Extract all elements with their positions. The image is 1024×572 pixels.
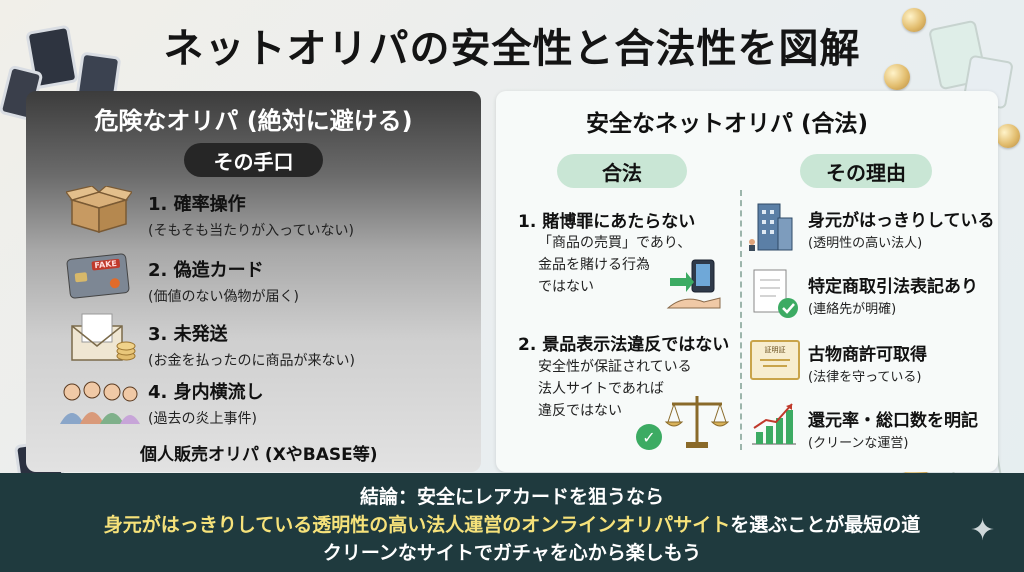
method-heading: 1. 確率操作 [148,194,246,215]
legal-point-2-text: 安全性が保証されている 法人サイトであれば 違反ではない [538,356,692,422]
legal-point-2-heading: 2. 景品表示法違反ではない [518,335,730,355]
page-title: ネットオリパの安全性と合法性を図解 [163,26,861,72]
legal-point-1-heading: 1. 賭博罪にあたらない [518,212,696,232]
fake-label: FAKE [91,258,121,271]
building-icon [749,203,793,251]
conclusion-line-2-rest: を選ぶことが最短の道 [730,514,921,536]
scales-of-justice-icon [664,396,730,448]
growth-chart-icon [752,403,796,445]
reason-1-sub: (透明性の高い法人) [808,236,923,251]
method-sub: (そもそも当たりが入っていない) [148,223,354,239]
legal-line: 「商品の売買」であり、 [538,235,692,251]
conclusion-highlight: 身元がはっきりしている透明性の高い法人運営のオンラインオリパサイト [103,514,731,536]
conclusion-line-3: クリーンなサイトでガチャを心から楽しもう [322,542,702,564]
fake-card-icon: FAKE [66,252,130,300]
certificate-icon: 証明証 [750,340,800,380]
conclusion-line-2: 身元がはっきりしている透明性の高い法人運営のオンラインオリパサイトを選ぶことが最… [0,510,1024,537]
card-purchase-icon [666,259,721,309]
envelope-money-icon [71,313,136,361]
reason-4-sub: (クリーンな運営) [808,436,909,451]
legal-badge: 合法 [557,154,687,188]
people-group-icon [60,381,140,424]
individual-sales-label: 個人販売オリパ (XやBASE等) [140,445,378,465]
method-heading: 2. 偽造カード [148,260,264,281]
reasons-badge: その理由 [800,154,932,188]
legal-line: 違反ではない [538,403,622,419]
method-item-3: 3. 未発送 (お金を払ったのに商品が来ない) [148,320,355,370]
legal-line: 安全性が保証されている [538,359,692,375]
method-heading: 4. 身内横流し [148,382,264,403]
coin-3 [996,124,1020,148]
method-sub: (お金を払ったのに商品が来ない) [148,353,355,369]
sparkle-icon: ✦ [970,513,996,548]
legal-point-1-text: 「商品の売買」であり、 金品を賭ける行為 ではない [538,232,691,298]
safe-panel-title: 安全なネットオリパ (合法) [586,111,869,137]
check-icon: ✓ [636,424,662,450]
method-item-4: 4. 身内横流し (過去の炎上事件) [148,378,264,428]
method-item-1: 1. 確率操作 (そもそも当たりが入っていない) [148,190,354,240]
reason-3-heading: 古物商許可取得 [808,345,927,365]
coin-2 [884,64,910,90]
reason-3-sub: (法律を守っている) [808,370,922,385]
method-sub: (価値のない偽物が届く) [148,289,299,305]
reason-2-sub: (連絡先が明確) [808,302,897,317]
dangerous-panel-title: 危険なオリパ (絶対に避ける) [94,107,413,135]
method-sub: (過去の炎上事件) [148,411,257,427]
legal-line: ではない [538,279,594,295]
conclusion-line-1: 結論：安全にレアカードを狙うなら [359,486,664,508]
reason-2-heading: 特定商取引法表記あり [808,277,978,297]
methods-badge: その手口 [184,143,323,177]
legal-line: 金品を賭ける行為 [538,257,650,273]
panel-divider [740,190,742,450]
method-heading: 3. 未発送 [148,324,228,345]
reason-4-heading: 還元率・総口数を明記 [808,411,978,431]
certificate-label: 証明証 [764,346,786,354]
conclusion-banner [0,473,1024,572]
coin-1 [902,8,926,32]
reason-1-heading: 身元がはっきりしている [808,211,995,231]
box-icon [66,186,132,234]
document-check-icon [753,269,798,318]
method-item-2: 2. 偽造カード (価値のない偽物が届く) [148,256,299,306]
legal-line: 法人サイトであれば [538,381,664,397]
